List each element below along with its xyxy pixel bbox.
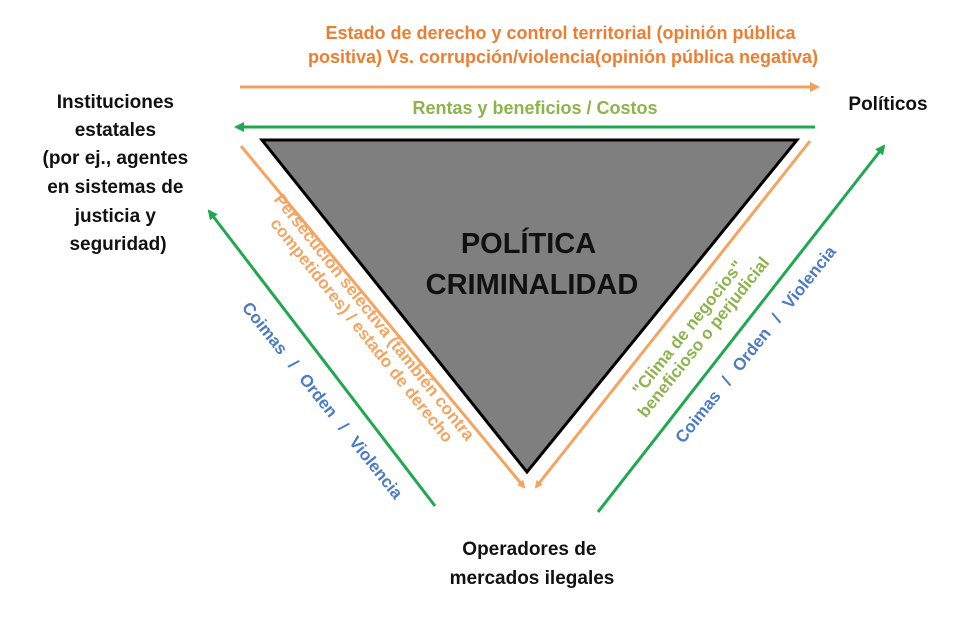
right-green-arrow [596, 144, 886, 513]
node-institutions-line: justicia y [74, 206, 157, 227]
center-title-line-1: POLÍTICA [461, 226, 596, 260]
top-orange-label-line-1: Estado de derecho y control territorial … [325, 23, 796, 43]
center-title: POLÍTICA CRIMINALIDAD [426, 226, 639, 301]
center-triangle [258, 138, 801, 475]
left-green-arrow [207, 209, 437, 507]
top-orange-label-line-2: positiva) Vs. corrupción/violencia(opini… [308, 47, 818, 67]
node-institutions-line: (por ej., agentes [43, 148, 189, 169]
node-institutions: Instituciones estatales (por ej., agente… [43, 92, 194, 255]
node-operators-line: Operadores de [462, 539, 596, 560]
node-institutions-line: seguridad) [69, 234, 166, 255]
right-orange-arrow [534, 140, 812, 489]
node-institutions-line: estatales [75, 120, 156, 141]
node-institutions-line: en sistemas de [47, 177, 183, 198]
node-institutions-line: Instituciones [57, 92, 174, 113]
node-politicians: Políticos [848, 94, 927, 115]
center-title-line-2: CRIMINALIDAD [426, 269, 639, 301]
node-operators: Operadores de mercados ilegales [450, 539, 615, 589]
top-orange-label: Estado de derecho y control territorial … [308, 23, 818, 67]
left-orange-arrow [239, 145, 526, 489]
top-green-label: Rentas y beneficios / Costos [412, 98, 657, 118]
node-operators-line: mercados ilegales [450, 568, 615, 589]
